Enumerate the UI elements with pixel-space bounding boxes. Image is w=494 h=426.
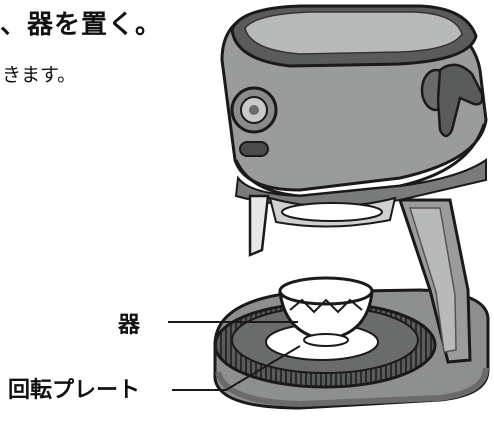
vessel-label: 器: [118, 313, 141, 338]
cup: [278, 276, 374, 347]
step-heading: 、器を置く。: [0, 10, 163, 40]
plate-leader-line: [172, 345, 301, 391]
rotating-plate-label: 回転プレート: [8, 378, 141, 403]
step-body-text: きます。: [2, 64, 77, 86]
dial-icon: [230, 86, 278, 134]
machine-body: [220, 4, 488, 257]
knob-icon: [420, 63, 484, 138]
machine-column: [397, 198, 472, 364]
